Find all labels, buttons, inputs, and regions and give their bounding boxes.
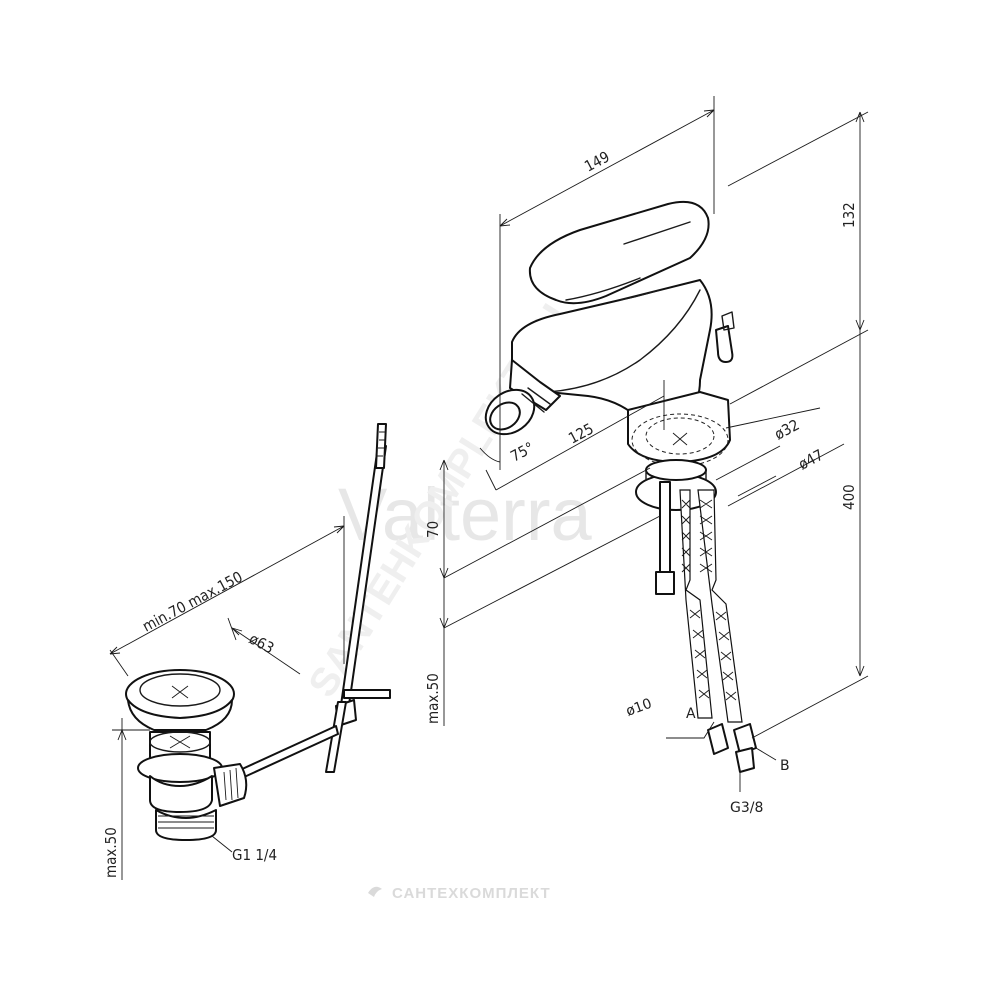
dim-dia-32: ø32 bbox=[771, 416, 802, 444]
dim-min-max: min.70 max.150 bbox=[139, 568, 245, 636]
mixer-drawing: 149 132 400 125 75° ø32 ø47 70 max.50 bbox=[424, 96, 869, 816]
dim-dia-63: ø63 bbox=[246, 630, 277, 658]
aerator-inner bbox=[489, 401, 521, 431]
hose-fitting-a bbox=[707, 723, 729, 755]
dim-dia-10: ø10 bbox=[624, 696, 654, 720]
mounting-nut bbox=[645, 459, 707, 481]
drain-linkage bbox=[239, 725, 339, 779]
dim-angle-75: 75° bbox=[507, 438, 537, 465]
dim-dia-47: ø47 bbox=[795, 446, 826, 474]
footer-watermark: САНТЕХКОМПЛЕКТ bbox=[392, 885, 551, 902]
dim-max50-right: max.50 bbox=[424, 673, 442, 724]
popup-lever bbox=[715, 325, 734, 363]
dim-400: 400 bbox=[840, 484, 858, 510]
mixer-handle bbox=[528, 200, 710, 305]
pivot-rod bbox=[343, 689, 391, 699]
hose-braid bbox=[681, 499, 737, 701]
label-a: A bbox=[686, 706, 696, 722]
mounting-stud bbox=[659, 481, 671, 573]
dim-max50-left: max.50 bbox=[102, 827, 120, 878]
dim-70: 70 bbox=[424, 521, 442, 538]
dim-125: 125 bbox=[565, 420, 596, 448]
dim-132: 132 bbox=[840, 202, 858, 228]
label-g38: G3/8 bbox=[730, 800, 763, 816]
hose-left bbox=[679, 489, 713, 719]
footer-watermark-logo bbox=[368, 886, 382, 897]
label-b: B bbox=[780, 758, 790, 774]
hose-right bbox=[697, 489, 743, 723]
label-g114: G1 1/4 bbox=[232, 846, 277, 864]
mixer-spout bbox=[509, 359, 561, 411]
drain-thread bbox=[155, 809, 217, 841]
dim-149: 149 bbox=[581, 148, 612, 176]
base-circle-32 bbox=[645, 417, 715, 455]
